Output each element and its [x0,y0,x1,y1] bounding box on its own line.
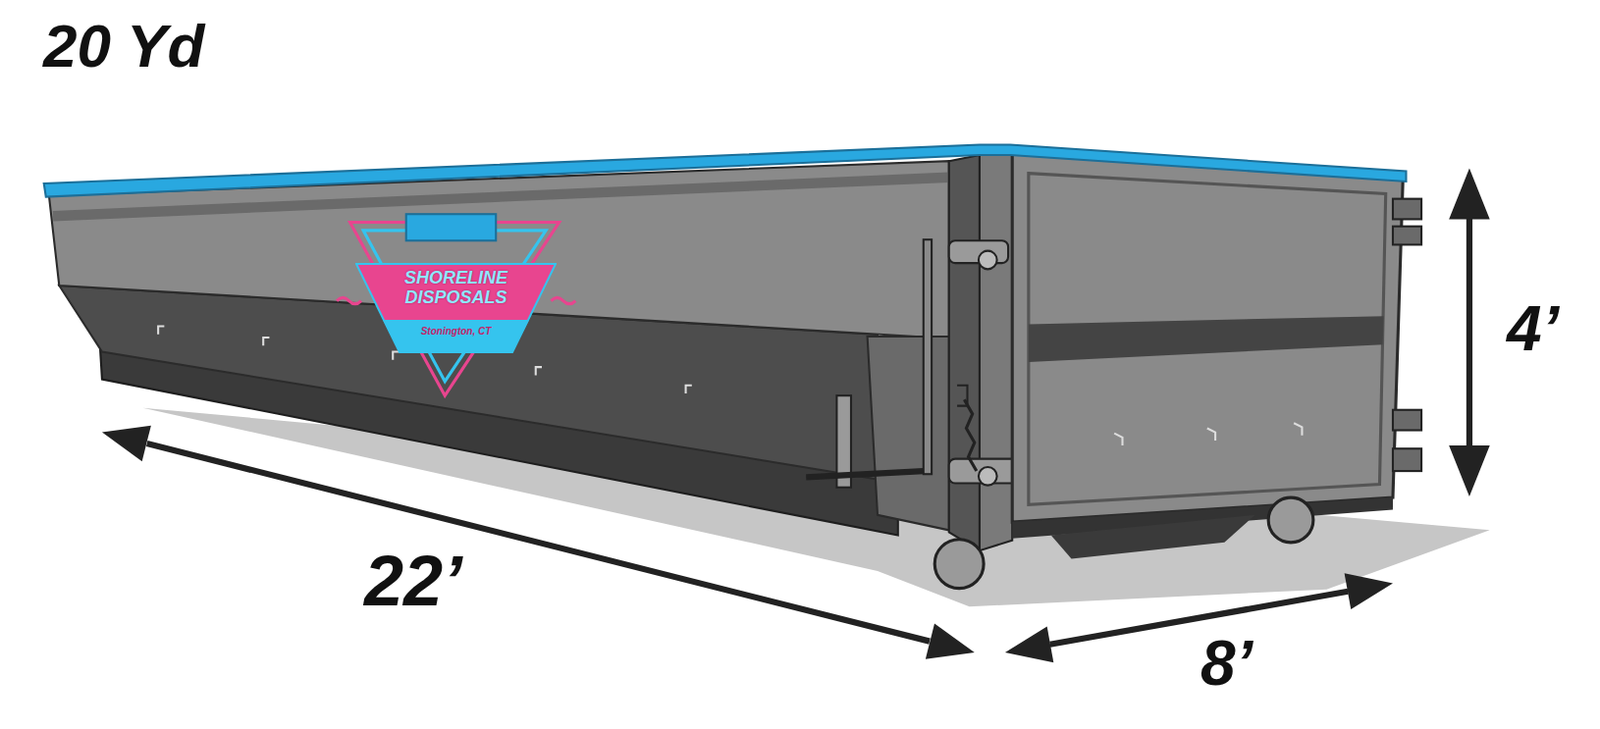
door-hinges [1392,199,1422,472]
company-location: Stonington, CT [355,325,557,337]
end-door-band [1028,316,1385,363]
end-door [1012,153,1403,523]
wheel [934,539,984,589]
company-name: SHORELINE DISPOSALS [355,268,557,309]
dimension-label: 22’ [364,545,463,617]
logo [336,213,576,396]
diagram-title: 20 Yd [43,15,205,77]
underside-beam [1051,515,1256,560]
blue-rim [44,145,1407,198]
dimension-label: 8’ [1200,632,1253,695]
door-hooks [1114,423,1302,446]
corner-post [979,146,1013,552]
corner-frame [949,155,980,551]
corner-panel [867,336,950,531]
door-latch [805,239,1020,488]
banner-fill [356,264,556,353]
logo-banner: SHORELINE DISPOSALS Stonington, CT [355,263,557,354]
dimension-arrows [102,167,1491,663]
wheel [1268,497,1314,543]
dimension-label: 4’ [1506,297,1559,361]
end-door-frame [1028,173,1387,506]
